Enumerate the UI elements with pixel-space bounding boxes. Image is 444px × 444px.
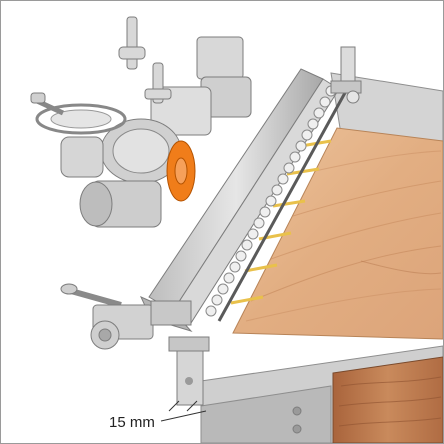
dowel-markers [230, 139, 332, 305]
saw-blade [166, 140, 196, 202]
lower-lever [60, 283, 122, 308]
handwheel [30, 92, 127, 135]
support-column [168, 336, 302, 434]
wood-block [332, 356, 443, 443]
dimension-arrows [160, 400, 207, 422]
spindle-row [205, 85, 337, 317]
top-levers [118, 16, 172, 104]
dimension-label: 15 mm [109, 414, 155, 431]
wood-panel [232, 127, 443, 340]
right-clamp [330, 46, 362, 104]
chain-strip [217, 90, 348, 322]
base-clamp [90, 300, 192, 350]
